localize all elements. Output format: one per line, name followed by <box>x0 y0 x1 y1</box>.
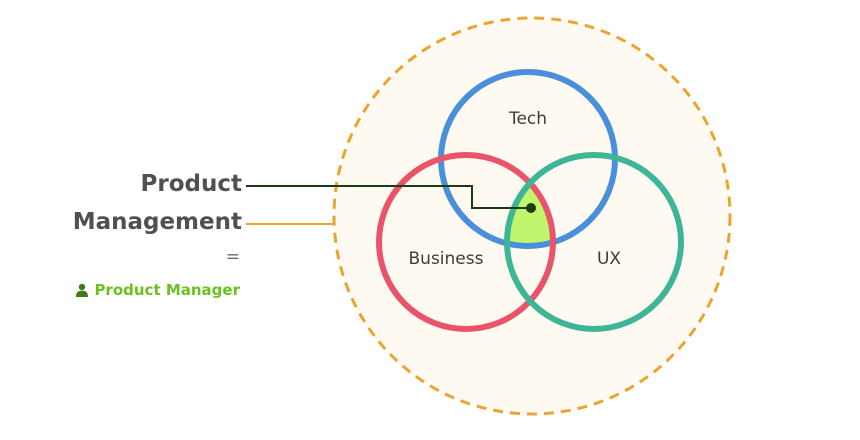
role-text: Product Manager <box>94 281 240 299</box>
ux-circle <box>504 152 684 332</box>
product-pointer-line <box>246 185 531 209</box>
tech-label: Tech <box>508 109 548 129</box>
title-line-product: Product <box>140 171 242 197</box>
role-label: Product Manager <box>75 280 240 300</box>
user-icon <box>76 283 89 297</box>
business-circle <box>376 152 556 332</box>
business-label: Business <box>408 249 484 269</box>
title-line-management: Management <box>72 209 242 235</box>
pointer-dot <box>526 203 536 213</box>
ux-label: UX <box>596 249 622 269</box>
equals-sign: = <box>225 247 240 267</box>
